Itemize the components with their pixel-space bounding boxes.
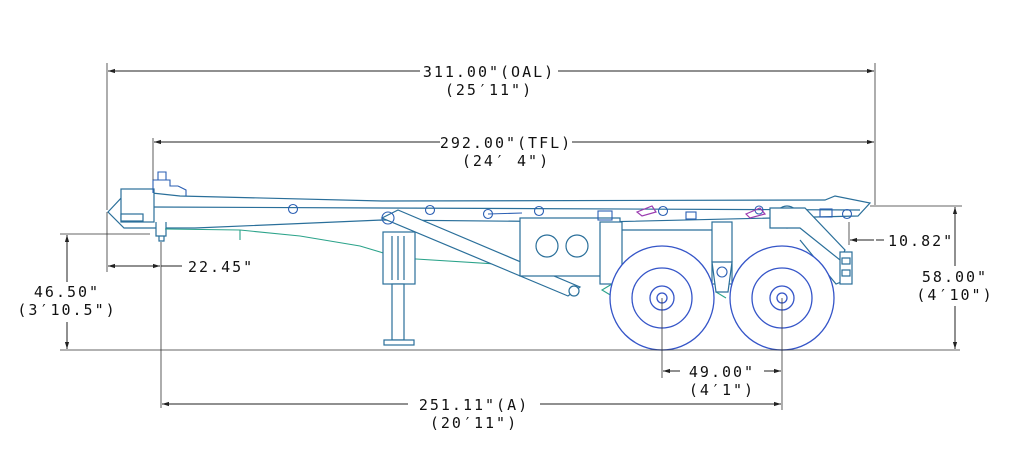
clamp-purple-1 (635, 205, 657, 217)
tfl-label: 292.00"(TFL) (440, 134, 572, 152)
coupler-height-ft-label: (3′10.5") (17, 301, 116, 319)
rear-overhang-label: 10.82" (888, 232, 954, 250)
axle-spread-ft-label: (4′1") (689, 381, 755, 399)
twist-locks (287, 203, 853, 225)
oal-ft-label: (25′11") (445, 81, 533, 99)
coupler-hook (152, 171, 178, 193)
kingpin-axle-ft-label: (20′11") (430, 414, 518, 432)
tfl-ft-label: (24′ 4") (462, 152, 550, 170)
oal-label: 311.00"(OAL) (423, 63, 555, 81)
deck-height-ft-label: (4′10") (916, 286, 993, 304)
deck-height-label: 58.00" (922, 268, 988, 286)
frame-lower-web (164, 228, 561, 269)
coupler-height-label: 46.50" (34, 283, 100, 301)
main-frame-rail (107, 192, 872, 229)
landing-gear (382, 231, 416, 346)
front-overhang-label: 22.45" (188, 258, 254, 276)
clamp-purple-2 (744, 207, 767, 219)
kingpin (155, 222, 167, 242)
axle-spread-label: 49.00" (689, 363, 755, 381)
rear-bracket (769, 205, 853, 285)
kingpin-axle-label: 251.11"(A) (419, 396, 529, 414)
